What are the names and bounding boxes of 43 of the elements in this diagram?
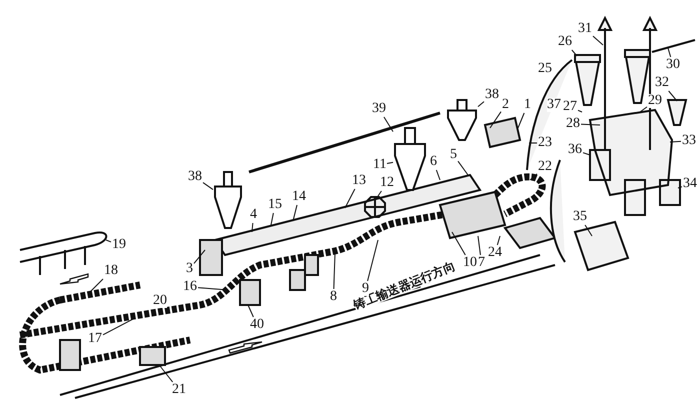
leader-line bbox=[194, 250, 206, 264]
leader-line bbox=[478, 236, 481, 256]
callout-number: 9 bbox=[362, 282, 369, 296]
leader-line bbox=[292, 204, 298, 222]
leader-line bbox=[530, 173, 538, 180]
leader-line bbox=[344, 188, 356, 208]
callout-number: 20 bbox=[153, 294, 167, 308]
leader-line bbox=[584, 224, 592, 236]
leader-line bbox=[102, 318, 136, 336]
leader-line bbox=[270, 212, 274, 226]
leader-line bbox=[578, 110, 582, 112]
leader-line bbox=[670, 140, 682, 142]
leader-line bbox=[458, 160, 468, 176]
leader-line bbox=[592, 36, 604, 46]
leader-line bbox=[202, 182, 214, 190]
leader-line bbox=[386, 162, 394, 164]
leader-line bbox=[333, 252, 336, 290]
leader-line bbox=[378, 190, 382, 196]
leader-line bbox=[478, 101, 484, 108]
leader-line bbox=[160, 366, 174, 382]
leader-line bbox=[490, 111, 502, 128]
leader-line bbox=[106, 240, 112, 242]
leader-line bbox=[668, 48, 672, 58]
leader-line bbox=[571, 50, 578, 56]
leader-line bbox=[252, 222, 254, 232]
leader-line bbox=[582, 152, 590, 156]
leader-line bbox=[678, 186, 682, 188]
cyclone-drawing bbox=[394, 127, 426, 191]
leader-line bbox=[248, 304, 254, 318]
leader-line bbox=[452, 232, 466, 256]
callout-number: 37 bbox=[547, 98, 561, 112]
leader-line bbox=[640, 106, 648, 112]
cyclone-drawing bbox=[214, 171, 242, 229]
leader-line bbox=[367, 240, 378, 282]
callout-number: 29 bbox=[648, 94, 662, 108]
leader-line bbox=[436, 170, 440, 180]
leader-line bbox=[668, 90, 678, 102]
leader-line bbox=[528, 142, 538, 144]
leader-line bbox=[383, 116, 394, 132]
cyclone-drawing bbox=[447, 99, 477, 141]
leader-line bbox=[518, 112, 525, 128]
leader-line bbox=[580, 124, 600, 126]
leader-line bbox=[496, 236, 500, 246]
